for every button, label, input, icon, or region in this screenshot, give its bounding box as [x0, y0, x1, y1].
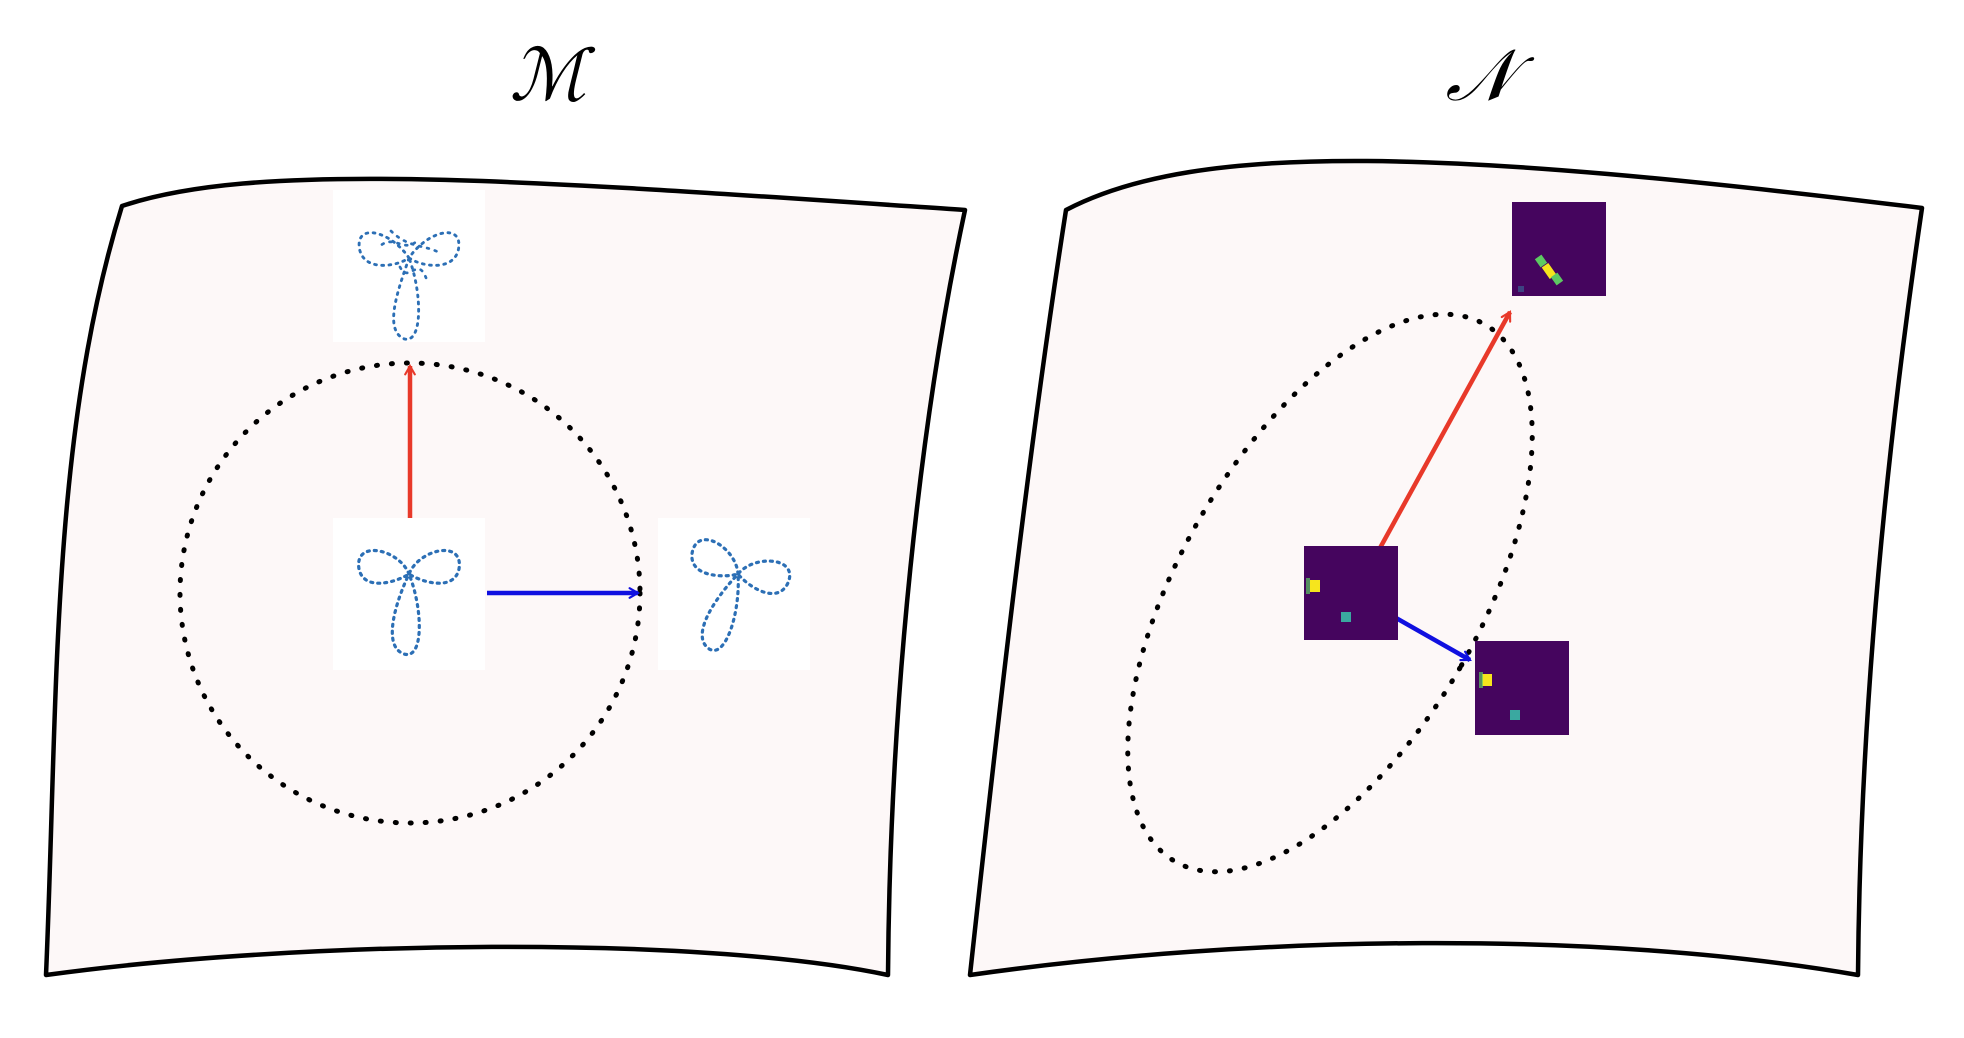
noisy-trefoil-curve-icon [357, 229, 461, 341]
manifold-sheet-n [967, 158, 1925, 978]
panel-n-title: 𝒩 [1446, 33, 1536, 117]
trefoil-curve-icon [357, 548, 461, 656]
tile-right-m [658, 518, 810, 670]
heatmap-center-icon [1304, 546, 1398, 640]
panel-m: ℳ [43, 33, 968, 978]
tile-top-m [333, 190, 485, 342]
panel-n: 𝒩 [967, 33, 1925, 978]
rotated-trefoil-curve-icon [690, 538, 792, 652]
manifold-sheet-m [43, 176, 968, 978]
arrow-up-n [1378, 310, 1512, 550]
heatmap-top-icon [1512, 202, 1606, 296]
panel-m-title: ℳ [510, 33, 596, 117]
tile-center-m [333, 518, 485, 670]
dotted-ellipse-n [1125, 311, 1535, 875]
arrow-right-n [1394, 616, 1472, 662]
heatmap-right-icon [1475, 641, 1569, 735]
